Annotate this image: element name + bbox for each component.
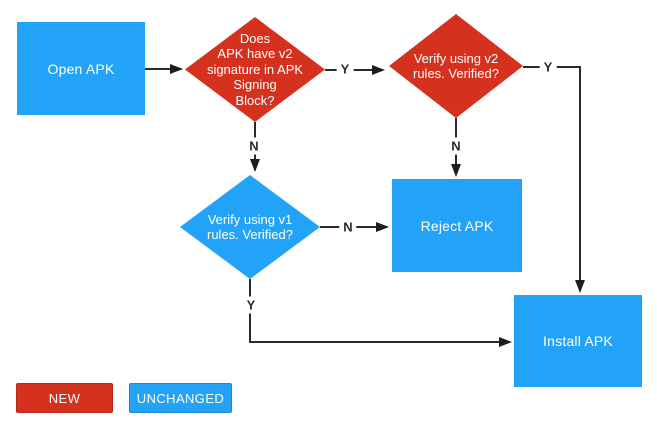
label-line: rules. Verified? (413, 66, 499, 81)
edge-label-verify-v2-no: N (447, 137, 465, 155)
node-open-apk: Open APK (17, 22, 145, 115)
edge-label-verify-v2-yes: Y (539, 58, 557, 76)
edge-label-has-v2-yes: Y (336, 60, 354, 78)
label-line: Verify using v2 (413, 50, 499, 66)
node-verify-v2-label: Verify using v2 rules. Verified? (413, 51, 499, 82)
label-line: Block? (235, 92, 275, 108)
legend-unchanged-chip: UNCHANGED (129, 383, 232, 413)
edge-verify-v2-yes-to-install (523, 66, 585, 293)
node-reject-apk: Reject APK (392, 179, 522, 272)
label-line: Signing (233, 77, 277, 93)
edge-verify-v1-yes-to-install (249, 279, 512, 347)
label-line: Does (239, 30, 271, 46)
node-install-apk-label: Install APK (543, 333, 613, 349)
legend-new-chip: NEW (16, 383, 113, 413)
legend-new-label: NEW (48, 390, 81, 406)
node-has-v2-signature-label: Does APK have v2 signature in APK Signin… (207, 31, 303, 109)
legend-unchanged-label: UNCHANGED (136, 390, 225, 406)
node-install-apk: Install APK (514, 295, 642, 387)
node-verify-v1-label: Verify using v1 rules. Verified? (207, 212, 293, 243)
edge-label-has-v2-no: N (245, 137, 263, 155)
label-line: APK have v2 (217, 46, 293, 62)
label-line: rules. Verified? (207, 227, 293, 242)
label-line: Verify using v1 (207, 211, 293, 227)
node-reject-apk-label: Reject APK (420, 217, 494, 234)
edge-label-verify-v1-yes: Y (242, 296, 260, 314)
label-line: signature in APK (206, 61, 304, 77)
legend: NEW UNCHANGED (16, 383, 232, 413)
edge-label-verify-v1-no: N (339, 218, 357, 236)
node-open-apk-label: Open APK (47, 60, 115, 77)
